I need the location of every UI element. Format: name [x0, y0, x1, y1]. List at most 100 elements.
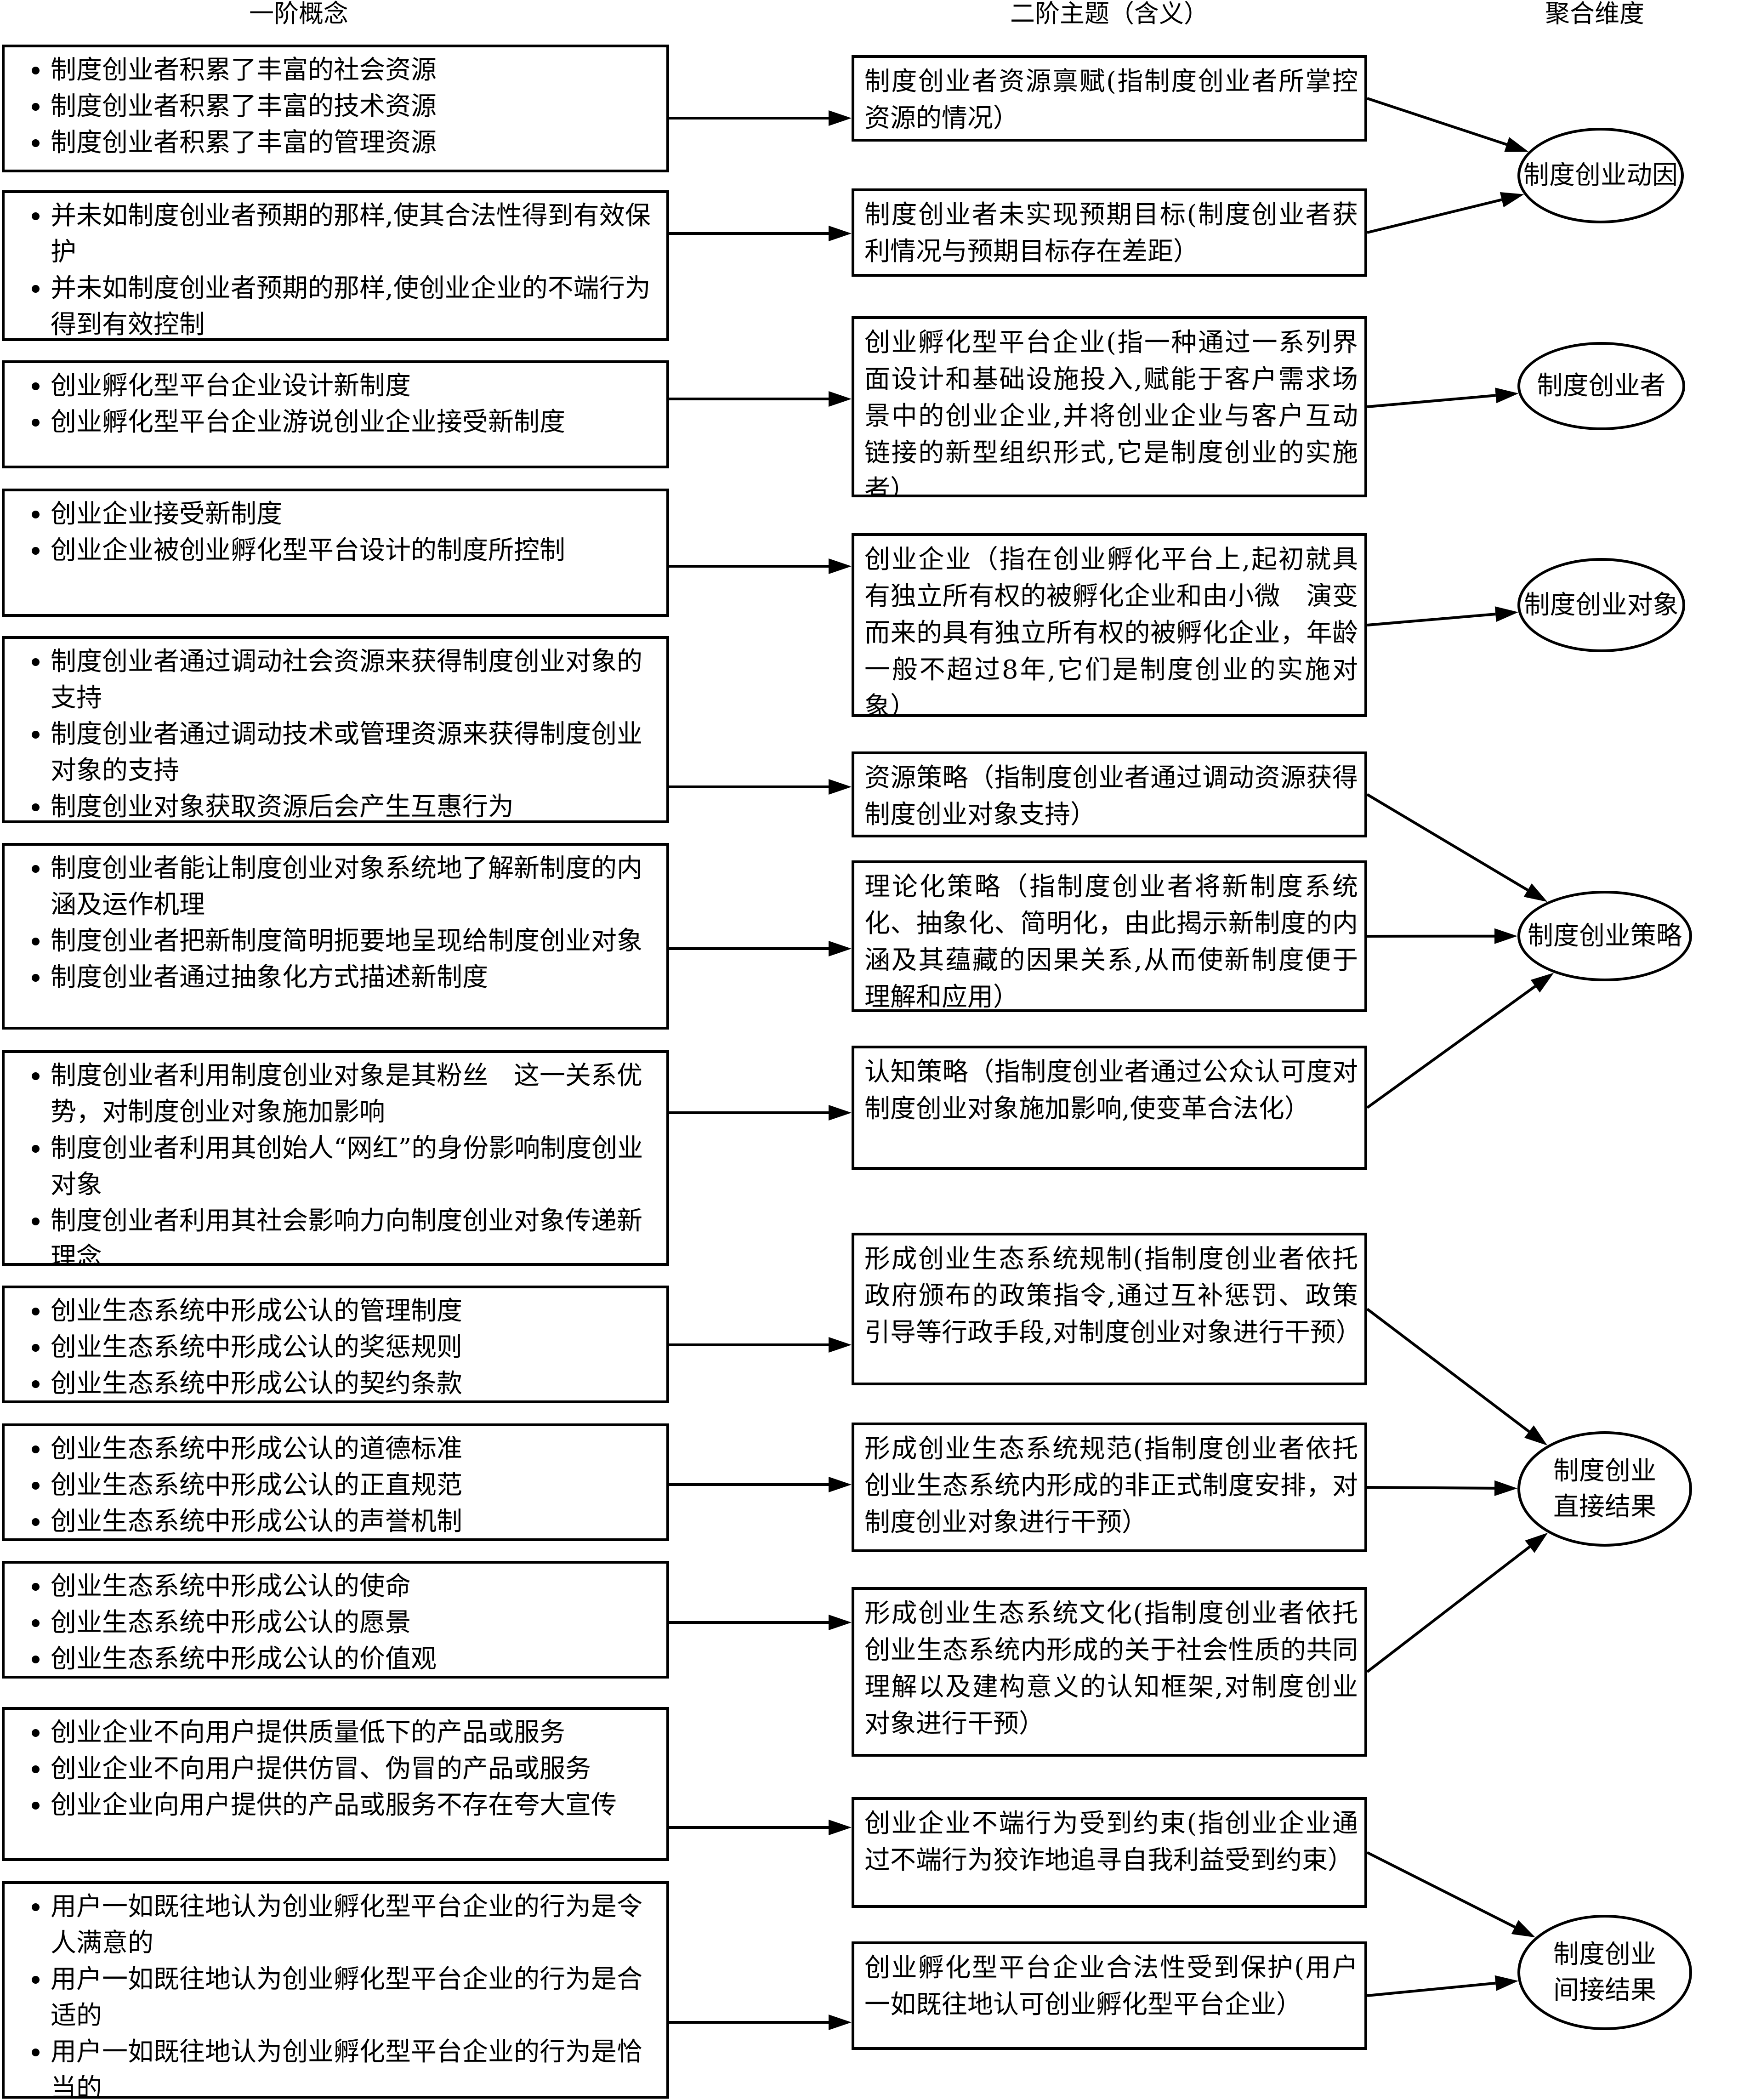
- aggregate-dimension-ellipse: 制度创业对象: [1517, 558, 1685, 652]
- connector-arrow: [669, 779, 852, 795]
- connector-arrow: [669, 391, 852, 407]
- second-order-theme-box: 资源策略（指制度创业者通过调动资源获得制度创业对象支持）: [852, 751, 1367, 837]
- connector-arrow: [669, 1337, 852, 1353]
- connector-arrow: [1367, 928, 1518, 944]
- connector-arrow: [669, 226, 852, 241]
- concept-item: 制度创业者利用其社会影响力向制度创业对象传递新理念: [51, 1203, 661, 1263]
- first-order-box: 制度创业者利用制度创业对象是其粉丝 这一关系优势，对制度创业对象施加影响制度创业…: [2, 1050, 669, 1266]
- aggregate-dimension-label: 制度创业者: [1537, 371, 1666, 401]
- connector-arrow: [1366, 793, 1548, 902]
- second-order-theme-box: 认知策略（指制度创业者通过公众认可度对制度创业对象施加影响,使变革合法化）: [852, 1046, 1367, 1170]
- second-order-theme-box: 制度创业者未实现预期目标(制度创业者获利情况与预期目标存在差距）: [852, 188, 1367, 277]
- concept-item: 创业生态系统中形成公认的愿景: [51, 1605, 661, 1641]
- header-aggregate: 聚合维度: [1545, 0, 1644, 28]
- concept-item: 制度创业者积累了丰富的社会资源: [51, 52, 661, 88]
- concept-item: 创业生态系统中形成公认的使命: [51, 1568, 661, 1605]
- concept-item: 并未如制度创业者预期的那样,使创业企业的不端行为得到有效控制: [51, 270, 661, 338]
- concept-item: 创业生态系统中形成公认的奖惩规则: [51, 1329, 661, 1366]
- header-first-order: 一阶概念: [249, 0, 348, 28]
- concept-list: 制度创业者能让制度创业对象系统地了解新制度的内涵及运作机理制度创业者把新制度简明…: [14, 850, 661, 996]
- second-order-theme-box: 形成创业生态系统规范(指制度创业者依托创业生态系统内形成的非正式制度安排，对制度…: [852, 1423, 1367, 1552]
- connector-arrow: [669, 1477, 852, 1492]
- concept-item: 创业企业向用户提供的产品或服务不存在夸大宣传: [51, 1787, 661, 1823]
- concept-item: 创业生态系统中形成公认的管理制度: [51, 1293, 661, 1329]
- second-order-theme-box: 形成创业生态系统文化(指制度创业者依托创业生态系统内形成的关于社会性质的共同理解…: [852, 1587, 1367, 1757]
- concept-list: 创业生态系统中形成公认的道德标准创业生态系统中形成公认的正直规范创业生态系统中形…: [14, 1431, 661, 1538]
- concept-list: 创业企业不向用户提供质量低下的产品或服务创业企业不向用户提供仿冒、伪冒的产品或服…: [14, 1714, 661, 1823]
- connector-arrow: [1367, 192, 1524, 234]
- concept-item: 并未如制度创业者预期的那样,使其合法性得到有效保护: [51, 198, 661, 270]
- concept-item: 制度创业对象获取资源后会产生互惠行为: [51, 789, 661, 820]
- concept-item: 创业企业被创业孵化型平台设计的制度所控制: [51, 532, 661, 569]
- first-order-box: 创业生态系统中形成公认的道德标准创业生态系统中形成公认的正直规范创业生态系统中形…: [2, 1423, 669, 1541]
- concept-list: 创业孵化型平台企业设计新制度创业孵化型平台企业游说创业企业接受新制度: [14, 368, 661, 440]
- connector-arrow: [669, 558, 852, 574]
- connector-arrow: [669, 1615, 852, 1630]
- connector-arrow: [1366, 1532, 1548, 1673]
- aggregate-dimension-ellipse: 制度创业者: [1517, 342, 1685, 430]
- concept-item: 制度创业者把新制度简明扼要地呈现给制度创业对象: [51, 923, 661, 959]
- first-order-box: 创业孵化型平台企业设计新制度创业孵化型平台企业游说创业企业接受新制度: [2, 360, 669, 468]
- first-order-box: 创业企业接受新制度创业企业被创业孵化型平台设计的制度所控制: [2, 489, 669, 617]
- concept-item: 创业生态系统中形成公认的道德标准: [51, 1431, 661, 1467]
- connector-arrow: [669, 941, 852, 956]
- concept-item: 创业企业接受新制度: [51, 496, 661, 532]
- concept-item: 制度创业者积累了丰富的管理资源: [51, 125, 661, 161]
- concept-item: 创业孵化型平台企业设计新制度: [51, 368, 661, 404]
- concept-list: 创业生态系统中形成公认的管理制度创业生态系统中形成公认的奖惩规则创业生态系统中形…: [14, 1293, 661, 1400]
- first-order-box: 制度创业者能让制度创业对象系统地了解新制度的内涵及运作机理制度创业者把新制度简明…: [2, 843, 669, 1030]
- second-order-theme-box: 创业孵化型平台企业合法性受到保护(用户一如既往地认可创业孵化型平台企业）: [852, 1941, 1367, 2050]
- concept-item: 创业生态系统中形成公认的契约条款: [51, 1366, 661, 1400]
- aggregate-dimension-label: 制度创业策略: [1528, 921, 1682, 951]
- second-order-theme-box: 理论化策略（指制度创业者将新制度系统化、抽象化、简明化，由此揭示新制度的内涵及其…: [852, 860, 1367, 1012]
- aggregate-dimension-label: 制度创业间接结果: [1553, 1939, 1656, 2005]
- connector-arrow: [669, 110, 852, 126]
- aggregate-dimension-ellipse: 制度创业动因: [1517, 128, 1684, 223]
- concept-item: 创业生态系统中形成公认的正直规范: [51, 1467, 661, 1503]
- concept-item: 制度创业者通过调动技术或管理资源来获得制度创业对象的支持: [51, 716, 661, 789]
- concept-list: 用户一如既往地认为创业孵化型平台企业的行为是令人满意的用户一如既往地认为创业孵化…: [14, 1889, 661, 2096]
- concept-list: 制度创业者积累了丰富的社会资源制度创业者积累了丰富的技术资源制度创业者积累了丰富…: [14, 52, 661, 161]
- header-second-order: 二阶主题（含义）: [1010, 0, 1209, 28]
- concept-item: 制度创业者利用制度创业对象是其粉丝 这一关系优势，对制度创业对象施加影响: [51, 1058, 661, 1130]
- connector-arrow: [669, 1105, 852, 1121]
- concept-list: 创业企业接受新制度创业企业被创业孵化型平台设计的制度所控制: [14, 496, 661, 569]
- first-order-box: 并未如制度创业者预期的那样,使其合法性得到有效保护并未如制度创业者预期的那样,使…: [2, 190, 669, 341]
- concept-item: 创业企业不向用户提供质量低下的产品或服务: [51, 1714, 661, 1751]
- first-order-box: 创业企业不向用户提供质量低下的产品或服务创业企业不向用户提供仿冒、伪冒的产品或服…: [2, 1707, 669, 1861]
- first-order-box: 创业生态系统中形成公认的使命创业生态系统中形成公认的愿景创业生态系统中形成公认的…: [2, 1561, 669, 1679]
- concept-item: 制度创业者通过调动社会资源来获得制度创业对象的支持: [51, 643, 661, 716]
- aggregate-dimension-label: 制度创业直接结果: [1553, 1456, 1656, 1522]
- aggregate-dimension-ellipse: 制度创业策略: [1517, 891, 1692, 981]
- concept-list: 并未如制度创业者预期的那样,使其合法性得到有效保护并未如制度创业者预期的那样,使…: [14, 198, 661, 338]
- concept-item: 制度创业者能让制度创业对象系统地了解新制度的内涵及运作机理: [51, 850, 661, 923]
- concept-item: 用户一如既往地认为创业孵化型平台企业的行为是令人满意的: [51, 1889, 661, 1961]
- concept-item: 制度创业者利用其创始人“网红”的身份影响制度创业对象: [51, 1130, 661, 1203]
- concept-item: 创业生态系统中形成公认的价值观: [51, 1641, 661, 1676]
- second-order-theme-box: 形成创业生态系统规制(指制度创业者依托政府颁布的政策指令,通过互补惩罚、政策引导…: [852, 1233, 1367, 1385]
- connector-arrow: [1366, 1308, 1548, 1446]
- connector-arrow: [669, 2015, 852, 2030]
- connector-arrow: [1366, 1851, 1536, 1938]
- concept-item: 用户一如既往地认为创业孵化型平台企业的行为是合适的: [51, 1961, 661, 2034]
- connector-arrow: [1367, 1975, 1519, 1997]
- first-order-box: 制度创业者积累了丰富的社会资源制度创业者积累了丰富的技术资源制度创业者积累了丰富…: [2, 45, 669, 172]
- concept-item: 创业孵化型平台企业游说创业企业接受新制度: [51, 404, 661, 440]
- connector-arrow: [1367, 387, 1519, 408]
- aggregate-dimension-ellipse: 制度创业间接结果: [1517, 1915, 1692, 2030]
- concept-list: 创业生态系统中形成公认的使命创业生态系统中形成公认的愿景创业生态系统中形成公认的…: [14, 1568, 661, 1676]
- concept-item: 用户一如既往地认为创业孵化型平台企业的行为是恰当的: [51, 2034, 661, 2096]
- connector-arrow: [669, 1820, 852, 1835]
- aggregate-dimension-label: 制度创业动因: [1523, 160, 1678, 190]
- connector-arrow: [1366, 973, 1554, 1109]
- first-order-box: 制度创业者通过调动社会资源来获得制度创业对象的支持制度创业者通过调动技术或管理资…: [2, 636, 669, 823]
- concept-item: 创业生态系统中形成公认的声誉机制: [51, 1503, 661, 1538]
- second-order-theme-box: 创业孵化型平台企业(指一种通过一系列界面设计和基础设施投入,赋能于客户需求场景中…: [852, 316, 1367, 497]
- first-order-box: 创业生态系统中形成公认的管理制度创业生态系统中形成公认的奖惩规则创业生态系统中形…: [2, 1286, 669, 1403]
- concept-item: 创业企业不向用户提供仿冒、伪冒的产品或服务: [51, 1751, 661, 1787]
- concept-item: 制度创业者通过抽象化方式描述新制度: [51, 959, 661, 996]
- concept-list: 制度创业者利用制度创业对象是其粉丝 这一关系优势，对制度创业对象施加影响制度创业…: [14, 1058, 661, 1263]
- second-order-theme-box: 创业企业不端行为受到约束(指创业企业通过不端行为狡诈地追寻自我利益受到约束）: [852, 1797, 1367, 1908]
- aggregate-dimension-ellipse: 制度创业直接结果: [1517, 1431, 1692, 1547]
